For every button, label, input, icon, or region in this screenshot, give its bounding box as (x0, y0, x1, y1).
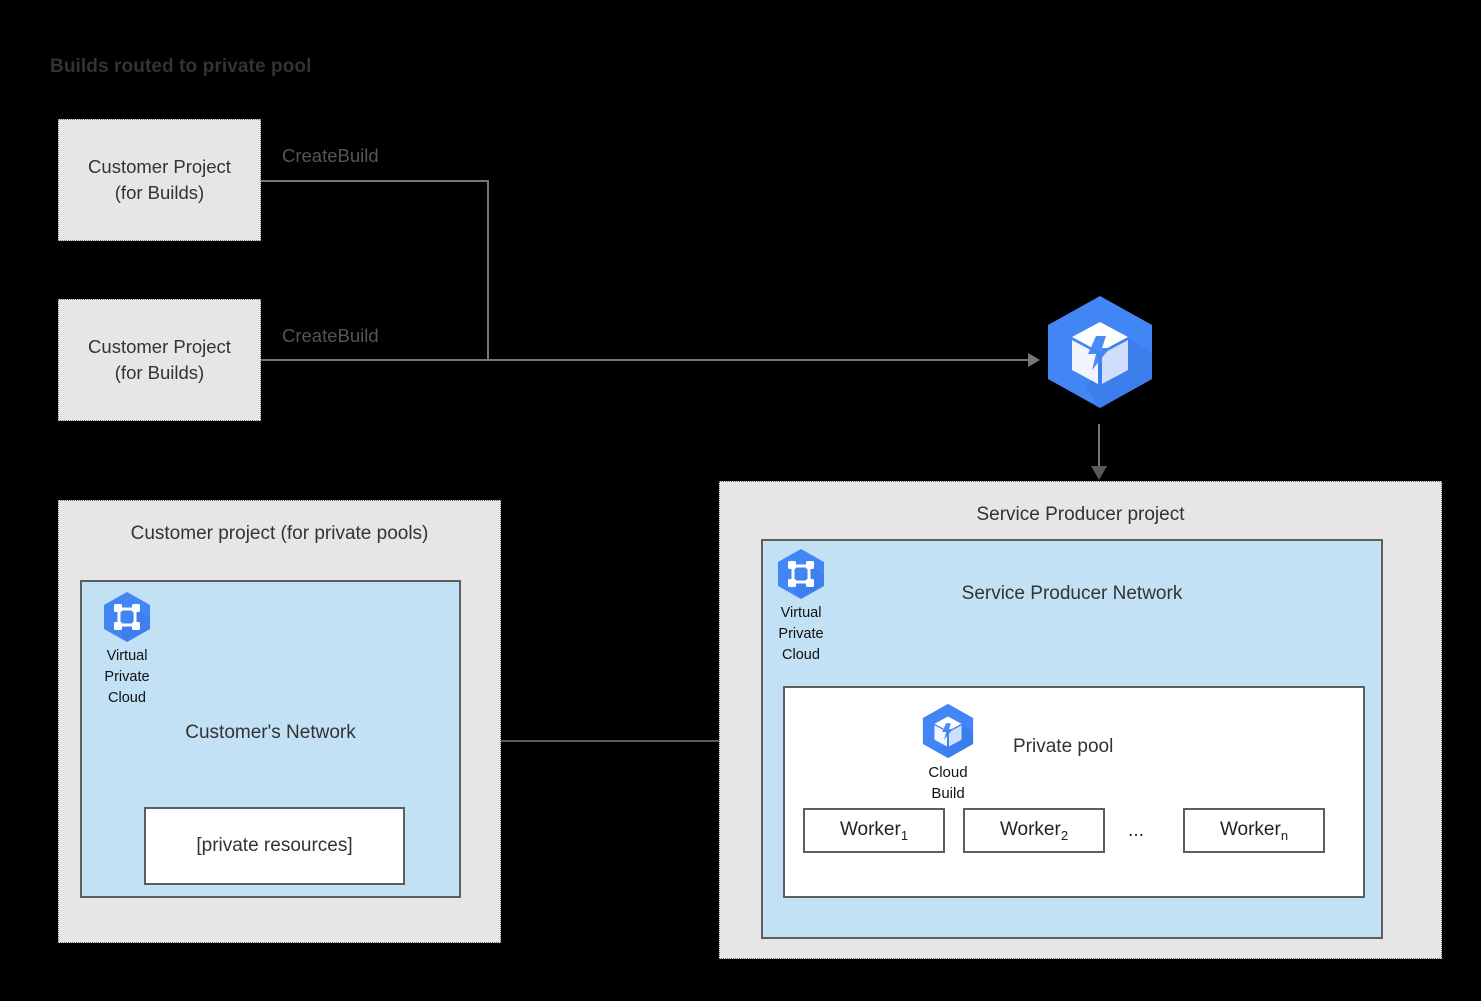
connector-createbuild-top-vertical (487, 180, 489, 360)
worker-name: Worker (999, 818, 1061, 840)
worker-label: Worker2 (1000, 819, 1068, 843)
private-resources-box[interactable]: [private resources] (144, 807, 405, 885)
connector-createbuild-bottom-horizontal (261, 359, 1036, 361)
worker-item[interactable]: Workern (1183, 808, 1325, 853)
worker-item[interactable]: Worker1 (803, 808, 945, 853)
customer-private-pools-project[interactable]: Customer project (for private pools) (58, 500, 501, 943)
vpc-caption-line2: Private (104, 669, 150, 685)
edge-label-createbuild-2: CreateBuild (282, 325, 379, 346)
project-title-line1: Customer Project (88, 336, 231, 357)
virtual-private-cloud-icon (104, 592, 150, 642)
service-producer-network-title: Service Producer Network (961, 583, 1183, 604)
service-producer-network[interactable]: Virtual Private Cloud Service Producer N… (761, 539, 1383, 939)
worker-label: Workern (1220, 819, 1288, 843)
private-pool[interactable]: Cloud Build Private pool Worker1 Worker2… (783, 686, 1365, 898)
arrowhead-into-service-producer-project (1091, 466, 1107, 480)
virtual-private-cloud-icon (778, 549, 824, 599)
worker-ellipsis: ... (1128, 819, 1144, 841)
arrowhead-into-cloud-build (1028, 353, 1040, 367)
cloud-build-icon (1048, 296, 1152, 408)
vpc-badge-customer: Virtual Private Cloud (94, 590, 160, 709)
customers-network-title: Customer's Network (185, 722, 356, 743)
cloud-build-icon (922, 703, 974, 759)
vpc-caption-line3: Cloud (108, 690, 146, 706)
service-producer-project[interactable]: Service Producer project Virtual (719, 481, 1442, 959)
connector-createbuild-top-horizontal (261, 180, 489, 182)
vpc-badge-producer: Virtual Private Cloud (768, 547, 834, 666)
customer-project-builds-1-label: Customer Project (for Builds) (88, 154, 231, 206)
customer-project-builds-2[interactable]: Customer Project (for Builds) (58, 299, 261, 421)
worker-list: Worker1 Worker2 ... Workern (803, 808, 1349, 853)
vpc-caption-line1: Virtual (780, 605, 822, 621)
vpc-caption-producer: Virtual Private Cloud (768, 603, 834, 666)
worker-name: Worker (1219, 818, 1281, 840)
project-title-line2: (for Builds) (114, 182, 205, 203)
worker-item[interactable]: Worker2 (963, 808, 1105, 853)
customer-private-pools-project-title: Customer project (for private pools) (130, 523, 429, 544)
worker-subscript: n (1280, 827, 1289, 843)
project-title-line2: (for Builds) (114, 362, 205, 383)
cloud-build-caption-line2: Build (931, 785, 965, 802)
edge-label-createbuild-1: CreateBuild (282, 145, 379, 166)
project-title-line1: Customer Project (88, 156, 231, 177)
connector-cloudbuild-to-service-producer (1098, 424, 1100, 472)
diagram-title: Builds routed to private pool (50, 56, 312, 77)
cloud-build-service-icon[interactable] (1040, 292, 1160, 412)
vpc-caption-line3: Cloud (782, 647, 820, 663)
service-producer-project-title: Service Producer project (976, 504, 1185, 525)
vpc-caption-line2: Private (778, 626, 824, 642)
vpc-caption-customer: Virtual Private Cloud (94, 646, 160, 709)
private-pool-title: Private pool (1013, 736, 1114, 757)
customer-project-builds-2-label: Customer Project (for Builds) (88, 334, 231, 386)
connector-network-peering (477, 740, 757, 742)
cloud-build-caption: Cloud Build (915, 762, 981, 804)
customers-network[interactable]: Virtual Private Cloud Customer's Network… (80, 580, 461, 898)
cloud-build-caption-line1: Cloud (928, 764, 968, 781)
vpc-caption-line1: Virtual (106, 648, 148, 664)
worker-name: Worker (839, 818, 901, 840)
customer-project-builds-1[interactable]: Customer Project (for Builds) (58, 119, 261, 241)
worker-label: Worker1 (840, 819, 908, 843)
worker-subscript: 2 (1060, 827, 1069, 843)
private-resources-label: [private resources] (196, 835, 353, 856)
cloud-build-badge: Cloud Build (915, 702, 981, 804)
worker-subscript: 1 (900, 827, 909, 843)
